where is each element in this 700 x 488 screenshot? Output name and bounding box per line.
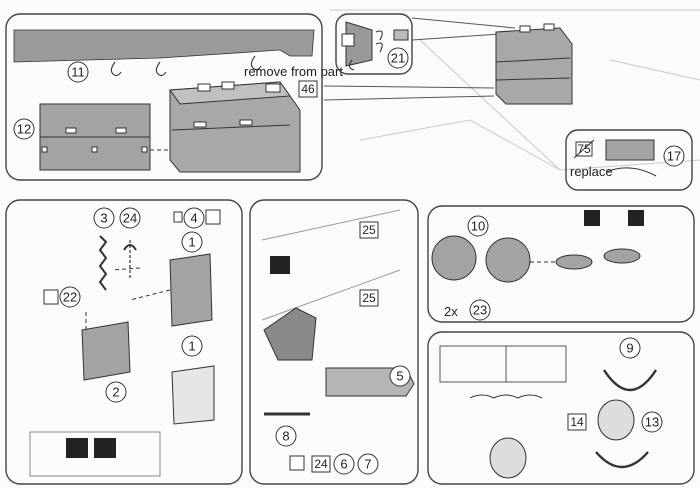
fold-arrows — [110, 55, 262, 77]
leader-lines — [323, 17, 516, 101]
svg-text:5: 5 — [396, 369, 403, 384]
panel-bottom-left: 3 24 4 22 1 2 1 — [5, 199, 243, 485]
svg-text:1: 1 — [188, 235, 195, 250]
flat-panel-part — [39, 103, 151, 171]
svg-text:13: 13 — [645, 415, 659, 430]
panel-top-left: 11 12 remove from part — [5, 13, 343, 181]
panel-step-17: 75 replace 17 — [565, 129, 693, 191]
svg-text:2: 2 — [112, 385, 119, 400]
svg-text:9: 9 — [626, 341, 633, 356]
svg-text:24: 24 — [123, 211, 137, 226]
long-strip-part — [13, 29, 315, 63]
svg-text:8: 8 — [282, 429, 289, 444]
svg-text:replace: replace — [570, 164, 613, 179]
panel-step-21: 21 — [335, 13, 413, 75]
assembled-box-part — [169, 81, 301, 173]
svg-text:25: 25 — [362, 223, 376, 237]
step-11-marker: 11 — [67, 61, 89, 83]
svg-text:22: 22 — [63, 290, 77, 305]
svg-text:7: 7 — [364, 457, 371, 472]
svg-text:4: 4 — [190, 211, 197, 226]
svg-text:14: 14 — [570, 415, 584, 429]
svg-text:25: 25 — [362, 291, 376, 305]
upper-assembly-view — [495, 23, 573, 105]
part-46-ref: 46 — [298, 80, 318, 98]
panel-right-middle: 10 2x 23 — [427, 205, 695, 323]
background-sketch-lines — [330, 9, 700, 171]
step-12-marker: 12 — [13, 118, 35, 140]
small-tab-part — [265, 83, 281, 93]
svg-text:2x: 2x — [444, 304, 458, 319]
svg-text:6: 6 — [340, 457, 347, 472]
svg-text:11: 11 — [71, 65, 85, 80]
svg-text:21: 21 — [391, 51, 405, 66]
panel-bottom-right: 9 14 13 — [427, 331, 695, 485]
svg-text:24: 24 — [314, 457, 328, 471]
svg-text:12: 12 — [17, 122, 31, 137]
panel-bottom-middle: 25 25 5 8 24 6 7 — [249, 199, 419, 485]
svg-text:1: 1 — [188, 339, 195, 354]
svg-text:23: 23 — [473, 303, 487, 318]
svg-text:17: 17 — [667, 149, 681, 164]
svg-text:10: 10 — [471, 219, 485, 234]
remove-from-part-label: remove from part — [244, 64, 343, 79]
svg-text:46: 46 — [301, 82, 315, 96]
svg-text:3: 3 — [100, 211, 107, 226]
